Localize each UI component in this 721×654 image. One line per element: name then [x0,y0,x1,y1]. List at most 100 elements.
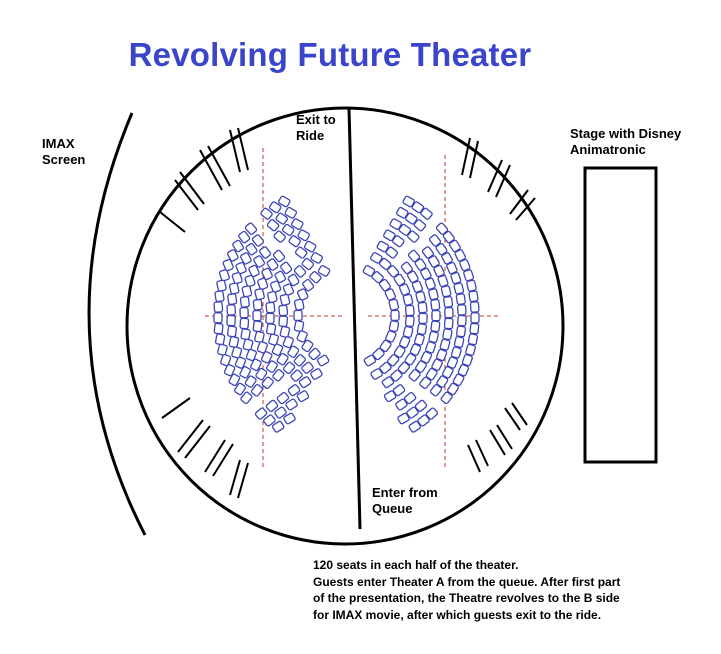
seat [404,304,415,317]
imax-screen-curve [87,112,147,536]
seat [293,265,307,278]
aisle-wall [207,145,231,187]
seat [252,309,262,322]
seat [213,312,223,324]
aisle-wall [475,439,489,467]
aisle-wall [489,429,506,456]
aisle-wall [467,444,481,473]
seat [443,317,454,330]
seat [276,352,289,366]
aisle-wall [159,211,186,233]
seat [284,206,298,219]
seat [436,375,449,388]
seat [297,229,310,242]
seat [442,328,453,341]
seat [452,373,465,387]
seat [395,398,408,411]
stage-label: Stage with Disney Animatronic [570,126,682,157]
seat [431,358,443,372]
note-line-4: for IMAX movie, after which guests exit … [313,607,602,622]
aisle-wall [237,127,249,171]
seat [239,317,250,330]
seat [398,283,411,296]
seat [384,288,397,301]
dividing-wall [347,107,362,530]
seat [287,345,300,358]
seat [395,206,409,219]
seat [428,234,442,247]
seat [240,391,253,405]
seat [388,320,400,333]
seat [459,258,471,272]
seat [390,369,403,382]
seat [405,212,418,225]
seat [302,278,315,292]
seat [238,230,251,244]
seat [397,412,410,425]
seat [254,288,265,301]
seat [261,267,273,281]
seat [400,261,413,275]
seat [282,335,294,349]
aisle-wall [174,179,199,211]
aisle-wall [161,397,191,419]
seat [310,252,323,264]
theater-notes: 120 seats in each half of the theater. G… [313,557,713,623]
seat [414,258,427,271]
seat [250,384,264,397]
seat [424,277,436,290]
aisle-wall [237,462,249,499]
seat [288,235,301,248]
seat [442,230,455,244]
seat [417,414,430,427]
seat [268,201,282,214]
seat [260,207,273,220]
seat [381,376,395,389]
aisle-wall [495,164,511,198]
aisle-wall [461,137,471,176]
seat [257,277,269,290]
seat [466,279,477,292]
seat [419,376,432,390]
seat [272,369,285,382]
seat [220,353,232,367]
seat [411,201,425,214]
seat [413,333,425,346]
seat [383,390,397,403]
seating-section-a [213,195,331,433]
aisle-wall [179,171,205,205]
seat [296,390,310,403]
seat [431,309,441,322]
seat [239,366,252,379]
seat [408,420,422,433]
aisle-wall [469,140,479,179]
seat [409,343,422,356]
aisle-wall [229,459,241,496]
seat [256,341,268,354]
seat [310,368,323,380]
seat [226,304,237,316]
seat [317,265,331,277]
seat [282,361,296,375]
seat [254,330,265,344]
seat [404,315,415,327]
seat [389,218,402,230]
seat [260,351,273,364]
seat [430,298,441,311]
seat [217,343,228,356]
seat [282,283,295,296]
seat [261,376,274,390]
seat [441,366,454,379]
seat [280,261,293,275]
seat [226,249,239,262]
seat [301,339,314,353]
seat [274,406,287,419]
seat [456,304,467,316]
seat [455,325,467,338]
seat [301,361,314,374]
seat [469,322,480,335]
seat [372,347,385,361]
seat [439,338,451,351]
seat [393,345,406,358]
